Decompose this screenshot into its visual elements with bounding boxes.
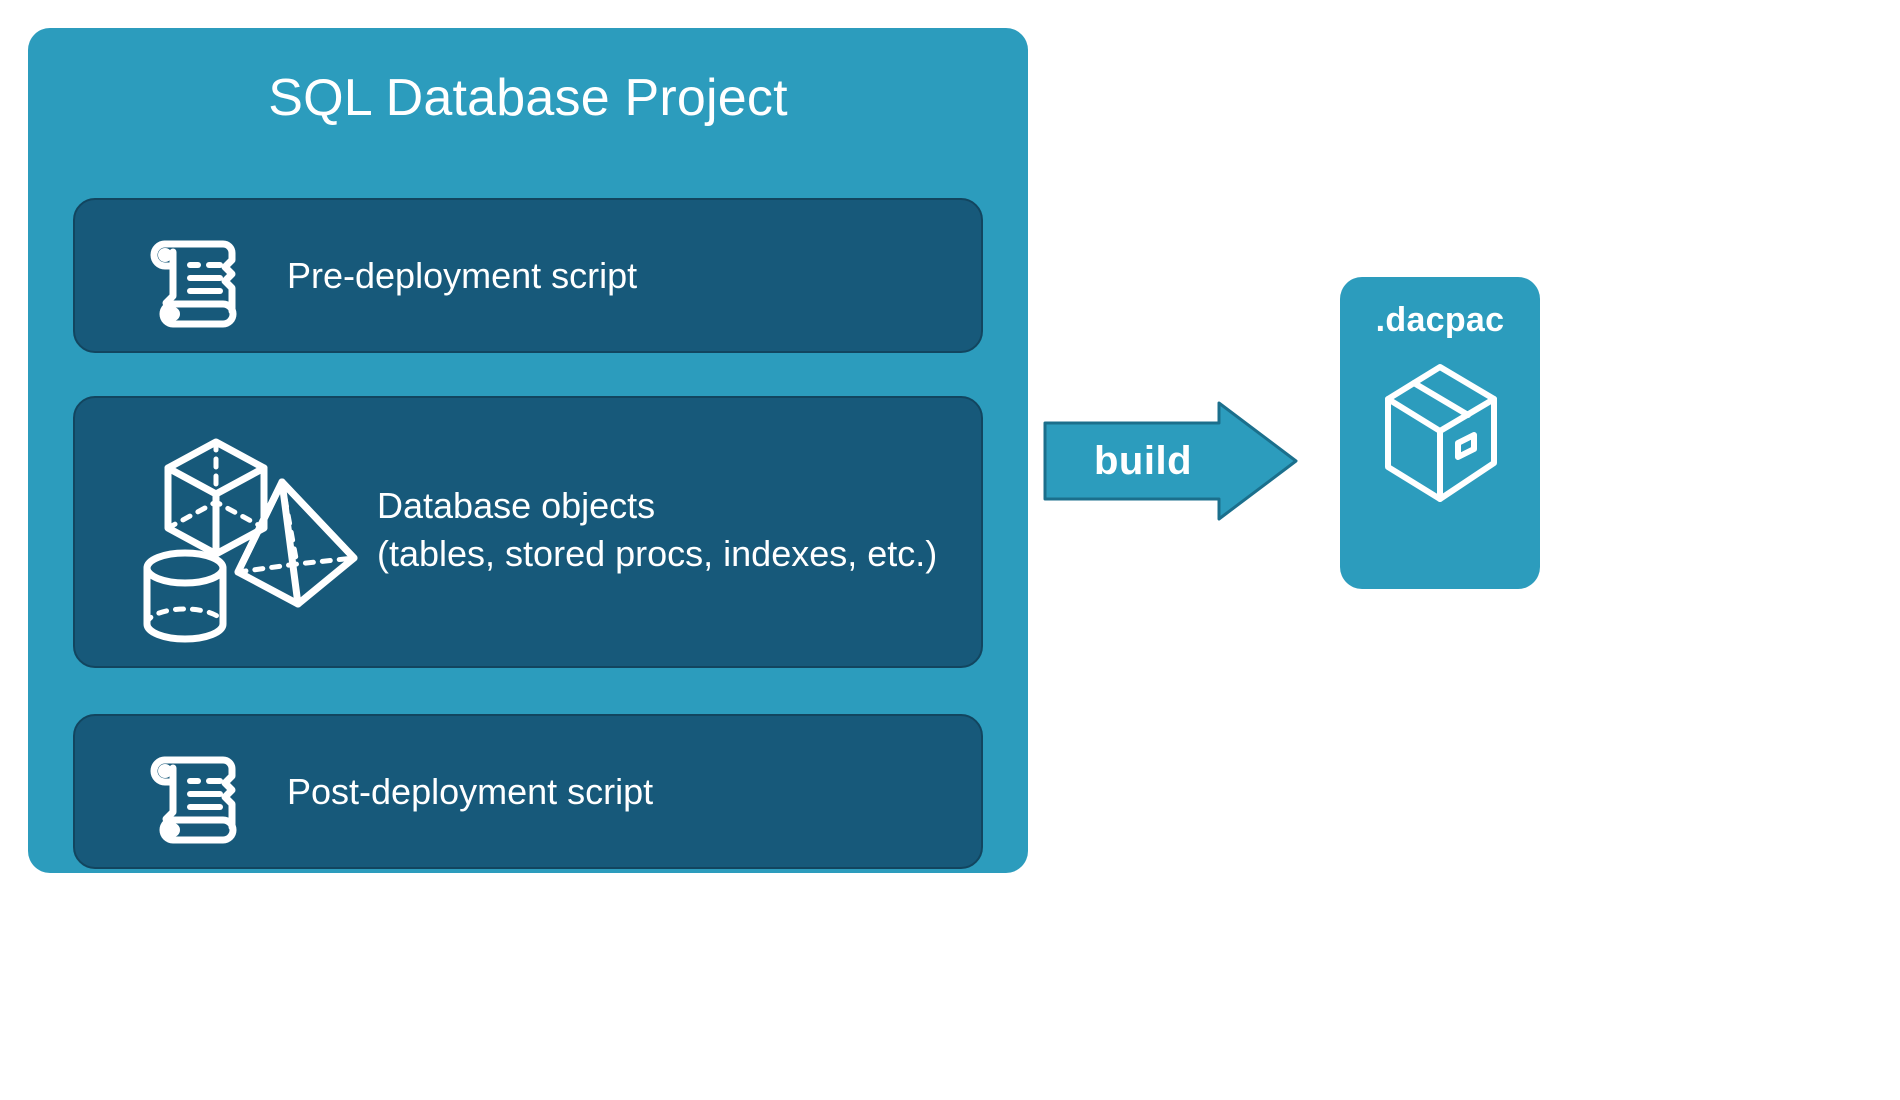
package-box-icon	[1376, 357, 1504, 507]
card-database-objects[interactable]: Database objects (tables, stored procs, …	[73, 396, 983, 668]
page-title: SQL Database Project	[268, 69, 788, 127]
card-label: Pre-deployment script	[287, 255, 638, 296]
shapes-icon	[130, 424, 360, 644]
scroll-icon	[135, 222, 253, 332]
dacpac-title: .dacpac	[1375, 301, 1505, 339]
arrow-right-icon	[1043, 401, 1298, 521]
scroll-icon	[135, 738, 253, 848]
sql-database-project-panel: SQL Database Project	[28, 28, 1028, 873]
card-post-deployment[interactable]: Post-deployment script	[73, 714, 983, 869]
dacpac-output-panel[interactable]: .dacpac	[1340, 277, 1540, 589]
card-pre-deployment[interactable]: Pre-deployment script	[73, 198, 983, 353]
card-label: Post-deployment script	[287, 771, 654, 812]
card-label: Database objects (tables, stored procs, …	[377, 485, 938, 574]
